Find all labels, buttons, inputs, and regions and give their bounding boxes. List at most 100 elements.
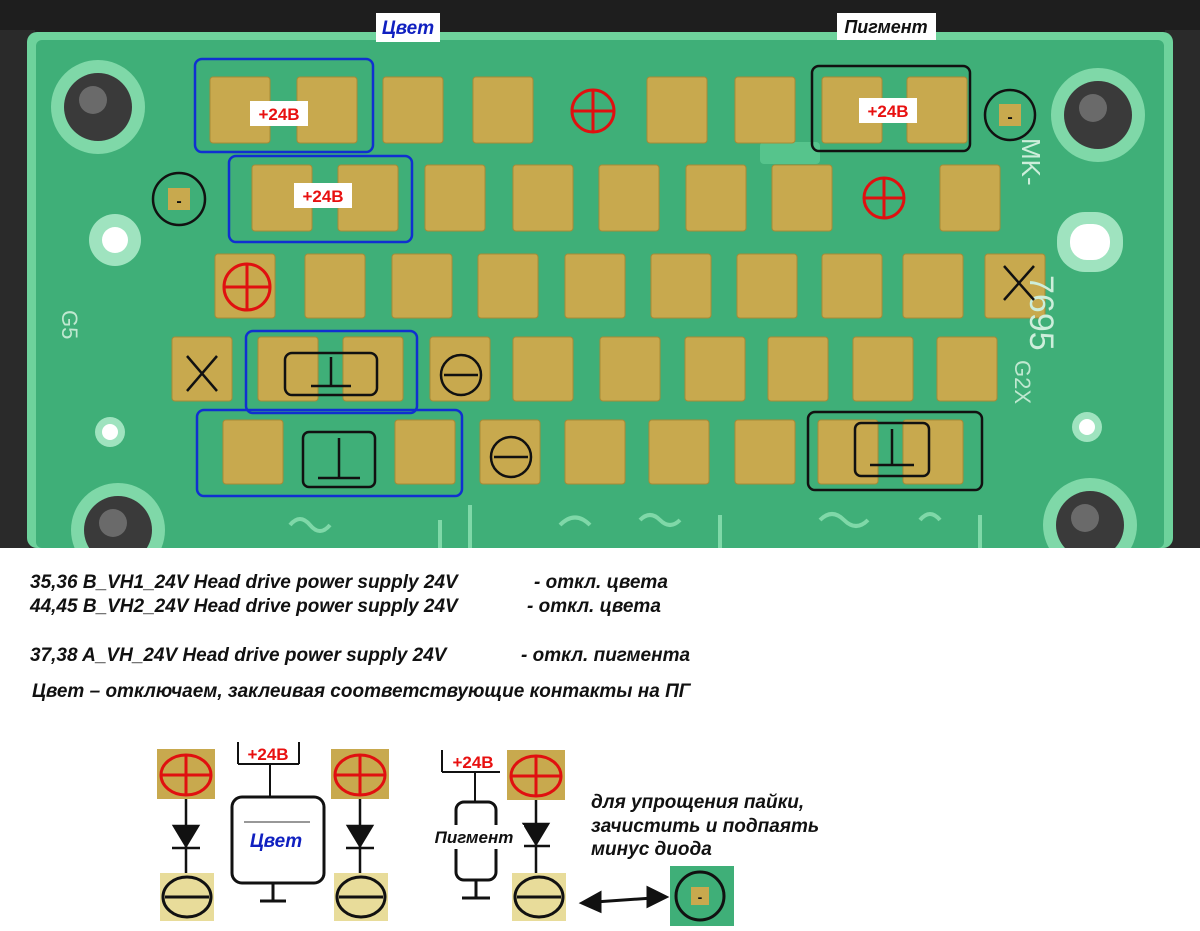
contact-pad (391, 253, 453, 319)
schem-pigment-label-bg (424, 825, 524, 849)
schem-pigment-label: Пигмент (435, 828, 514, 847)
schem-hint-line1: для упрощения пайки, (591, 792, 804, 813)
voltage-label-1: +24В (250, 101, 308, 126)
schem-minus-pad-photo-label: - (698, 889, 703, 905)
schem-diode-1 (171, 799, 201, 874)
contact-pad (257, 336, 319, 402)
schem-pigment-voltage: +24В (452, 753, 493, 772)
schem-minus-pad-2 (334, 873, 388, 921)
contact-pad (222, 419, 284, 485)
contact-pad (648, 419, 710, 485)
plus-symbol-left (222, 262, 272, 312)
plus-symbol-mid (862, 176, 906, 220)
contact-pad (424, 164, 486, 232)
contact-pad (599, 336, 661, 402)
ground-symbol-3 (853, 421, 931, 478)
hole-right-slot (1057, 212, 1123, 272)
schem-minus-pad-photo: - (670, 866, 734, 926)
schem-hint-line2: зачистить и подпаять (591, 816, 819, 837)
hole-left (89, 214, 141, 266)
standoff-bottom-left (71, 483, 165, 548)
contact-pad (650, 253, 712, 319)
contact-pad (902, 253, 964, 319)
contact-pad (767, 336, 829, 402)
color-box-ground1 (244, 329, 419, 415)
schem-color-supply (237, 742, 300, 797)
voltage-label-3: +24В (859, 98, 917, 123)
note-line3-id: 37,38 A_VH_24V Head drive power supply 2… (30, 645, 447, 666)
schem-plus-pad-3 (507, 750, 565, 800)
schem-minus-pad-3 (512, 873, 566, 921)
contact-pad (736, 253, 798, 319)
contact-pad (936, 336, 998, 402)
schem-plus-pad-2 (331, 749, 389, 799)
contact-pad (394, 419, 456, 485)
voltage-label-1-text: +24В (258, 105, 299, 124)
contact-pad (512, 164, 574, 232)
standoff-top-right (1051, 68, 1145, 162)
minus-symbol-2 (489, 435, 533, 479)
pcb-photo: G5 G2X 7695 MK- (0, 0, 1200, 548)
contact-pad (342, 336, 404, 402)
schem-diode-2 (345, 799, 375, 874)
color-box-ground2 (195, 408, 464, 498)
center-trace (760, 142, 820, 164)
schem-pigment-ground (462, 880, 490, 900)
color-box-top (193, 57, 375, 154)
label-color-text: Цвет (382, 18, 434, 39)
contact-pad (171, 336, 233, 402)
standoff-bottom-right (1043, 478, 1137, 548)
color-box-second (227, 154, 414, 244)
contact-pad (684, 336, 746, 402)
hole-right-small (1072, 412, 1102, 442)
contact-pad (477, 253, 539, 319)
label-color: Цвет (376, 13, 440, 42)
label-pigment: Пигмент (837, 13, 936, 40)
minus-pad-right: - (983, 88, 1037, 142)
schem-color-voltage: +24В (247, 745, 288, 764)
voltage-label-2-text: +24В (302, 187, 343, 206)
contact-pad (817, 419, 879, 485)
hole-left-small (95, 417, 125, 447)
schem-color-label: Цвет (250, 831, 302, 852)
note-line1-comment: - откл. цвета (534, 572, 668, 593)
contact-pad (852, 336, 914, 402)
contact-pad (646, 76, 708, 144)
silk-mk: MK- (1016, 138, 1046, 186)
schematic: +24В Цвет +24В Пигмент (157, 742, 819, 926)
contact-pad (564, 419, 626, 485)
pigment-box-ground (806, 410, 984, 492)
contact-pad (902, 419, 964, 485)
schem-double-arrow (578, 885, 670, 914)
contact-pad (734, 76, 796, 144)
silk-g2x: G2X (1010, 360, 1035, 404)
cross-mark-left (186, 355, 218, 392)
voltage-label-3-text: +24В (867, 102, 908, 121)
schem-minus-pad-1 (160, 873, 214, 921)
contact-pad (685, 164, 747, 232)
contact-pad (512, 336, 574, 402)
pads (171, 76, 1046, 485)
note-line1-id: 35,36 B_VH1_24V Head drive power supply … (30, 572, 458, 593)
contact-pad (771, 164, 833, 232)
minus-pad-left-label: - (176, 193, 181, 210)
schem-pigment-supply (441, 750, 500, 802)
bottom-traces (288, 505, 982, 548)
contact-pad (939, 164, 1001, 232)
contact-pad (598, 164, 660, 232)
note-line2-comment: - откл. цвета (527, 596, 661, 617)
standoff-top-left (51, 60, 145, 154)
minus-symbol-1 (439, 353, 483, 397)
ground-symbol-1 (283, 351, 379, 397)
schem-plus-pad-1 (157, 749, 215, 799)
pigment-box-top (810, 64, 972, 153)
schem-color-ground (260, 883, 286, 903)
contact-pad (472, 76, 534, 144)
contact-pad (734, 419, 796, 485)
silk-number: 7695 (1022, 275, 1060, 351)
cross-mark-right (1003, 265, 1035, 301)
note-line4: Цвет – отключаем, заклеивая соответствую… (32, 681, 691, 702)
note-line3-comment: - откл. пигмента (521, 645, 691, 666)
silk-g5: G5 (57, 310, 82, 339)
